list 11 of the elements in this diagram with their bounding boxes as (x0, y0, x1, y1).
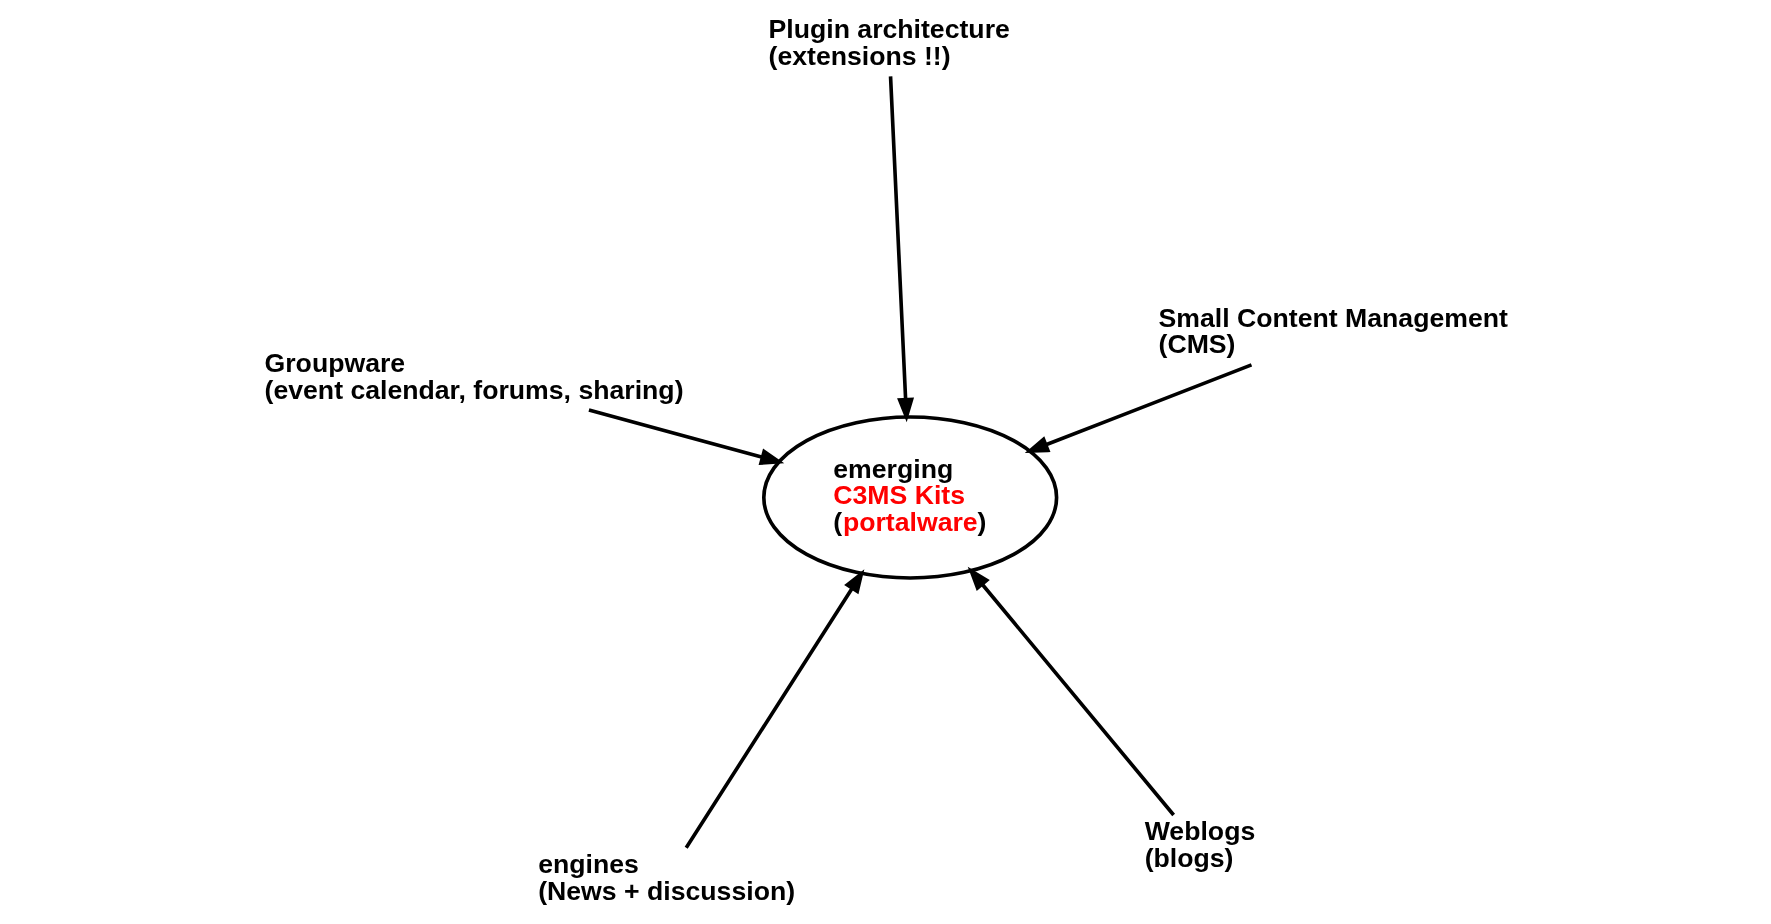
arrow (1024, 363, 1252, 453)
node-text: Groupware (event calendar, forums, sharing) (264, 347, 684, 405)
arrow (967, 566, 1175, 817)
node-text: Weblogs (blogs) (1144, 816, 1255, 873)
node-ellipse: emerging C3MS Kits (portalware) (761, 415, 1058, 580)
node-text: engines (News + discussion) (537, 848, 795, 906)
arrow (587, 408, 784, 465)
arrow (684, 569, 864, 849)
node-text: Small Content Management (CMS) (1158, 302, 1508, 360)
node-text: Plugin architecture (extensions !!) (768, 14, 1010, 71)
arrow (888, 76, 914, 423)
